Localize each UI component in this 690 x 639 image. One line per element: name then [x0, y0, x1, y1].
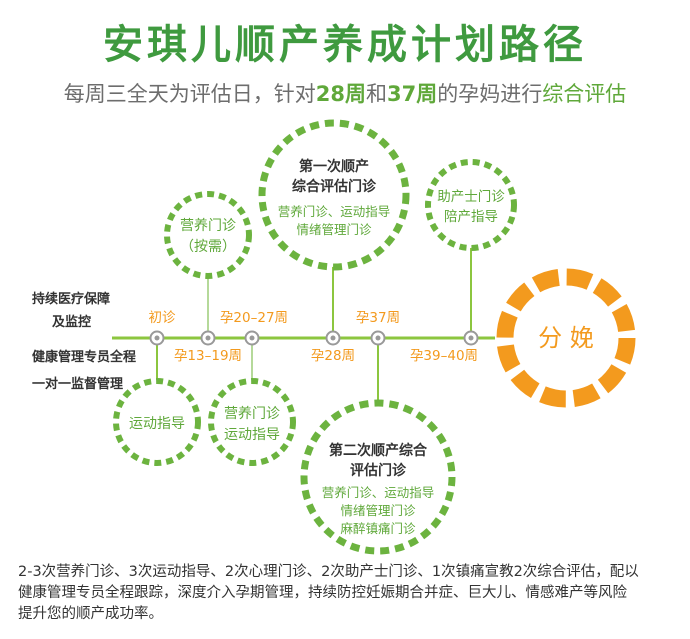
- second-assessment-title2: 评估门诊: [350, 462, 407, 479]
- timeline-node-w37: [370, 330, 386, 346]
- pathway-diagram: 持续医疗保障 及监控 健康管理专员全程 一对一监督管理 初诊 孕20–27周 孕…: [32, 119, 636, 555]
- timeline-node-w28: [325, 330, 341, 346]
- left-label-manager-2: 一对一监督管理: [32, 376, 123, 392]
- first-assessment-sub2: 情绪管理门诊: [296, 222, 372, 237]
- footer-line3: 提升您的顺产成功率。: [18, 606, 163, 622]
- second-assessment-sub3: 麻醉镇痛门诊: [340, 521, 416, 536]
- delivery-label: 分 娩: [538, 324, 594, 352]
- subtitle-part1: 每周三全天为评估日，针对: [63, 82, 316, 106]
- circle-delivery: 分 娩: [496, 268, 636, 408]
- nutrition-on-demand-line1: 营养门诊: [180, 218, 236, 234]
- left-label-medical-1: 持续医疗保障: [32, 291, 110, 307]
- circle-nutrition-exercise: 营养门诊 运动指导: [208, 378, 296, 466]
- page-title: 安琪儿顺产养成计划路径: [103, 22, 587, 68]
- timeline-node-w39: [463, 330, 479, 346]
- first-assessment-title1: 第一次顺产: [299, 158, 369, 175]
- second-assessment-sub1: 营养门诊、运动指导: [322, 485, 435, 500]
- nutrition-on-demand-line2: （按需）: [180, 239, 236, 255]
- subtitle-week28: 28周: [315, 82, 366, 106]
- footer-line2: 健康管理专员全程跟踪，深度介入孕期管理，持续防控妊娠期合并症、巨大儿、情感难产等…: [18, 585, 627, 601]
- circle-first-assessment: 第一次顺产 综合评估门诊 营养门诊、运动指导 情绪管理门诊: [258, 119, 410, 271]
- nutrition-exercise-line2: 运动指导: [224, 427, 280, 443]
- circle-nutrition-on-demand: 营养门诊 （按需）: [164, 191, 252, 279]
- second-assessment-title1: 第二次顺产综合: [329, 442, 428, 459]
- timeline-label-w20-27: 孕20–27周: [220, 310, 288, 326]
- subtitle-part3: 的孕妈进行: [437, 82, 543, 106]
- footer-description: 2-3次营养门诊、3次运动指导、2次心理门诊、2次助产士门诊、1次镇痛宣教2次综…: [18, 562, 678, 625]
- timeline-label-initial: 初诊: [149, 309, 176, 326]
- left-label-medical-2: 及监控: [52, 314, 91, 330]
- timeline-node-w13: [244, 330, 260, 346]
- timeline-node-initial: [149, 330, 165, 346]
- circle-midwife: 助产士门诊 陪产指导: [425, 159, 517, 251]
- circle-second-assessment: 第二次顺产综合 评估门诊 营养门诊、运动指导 情绪管理门诊 麻醉镇痛门诊: [300, 399, 456, 555]
- timeline-label-w39-40: 孕39–40周: [410, 348, 478, 364]
- midwife-line1: 助产士门诊: [437, 189, 505, 205]
- first-assessment-sub1: 营养门诊、运动指导: [278, 204, 391, 219]
- nutrition-exercise-line1: 营养门诊: [224, 406, 280, 422]
- first-assessment-title2: 综合评估门诊: [292, 178, 377, 195]
- footer-line1: 2-3次营养门诊、3次运动指导、2次心理门诊、2次助产士门诊、1次镇痛宣教2次综…: [18, 564, 639, 580]
- page-subtitle: 每周三全天为评估日，针对28周和37周的孕妈进行综合评估: [0, 78, 690, 108]
- midwife-line2: 陪产指导: [444, 209, 498, 225]
- timeline-label-w28: 孕28周: [311, 348, 355, 364]
- subtitle-part4: 综合评估: [542, 82, 627, 106]
- timeline-label-w13-19: 孕13–19周: [174, 348, 242, 364]
- subtitle-week37: 37周: [387, 82, 438, 106]
- subtitle-part2: 和: [366, 82, 387, 106]
- timeline-label-w37: 孕37周: [356, 310, 400, 326]
- second-assessment-sub2: 情绪管理门诊: [340, 503, 416, 518]
- circle-exercise: 运动指导: [113, 378, 201, 466]
- exercise-line1: 运动指导: [129, 416, 185, 432]
- left-label-manager-1: 健康管理专员全程: [32, 349, 136, 365]
- timeline-node-w20: [200, 330, 216, 346]
